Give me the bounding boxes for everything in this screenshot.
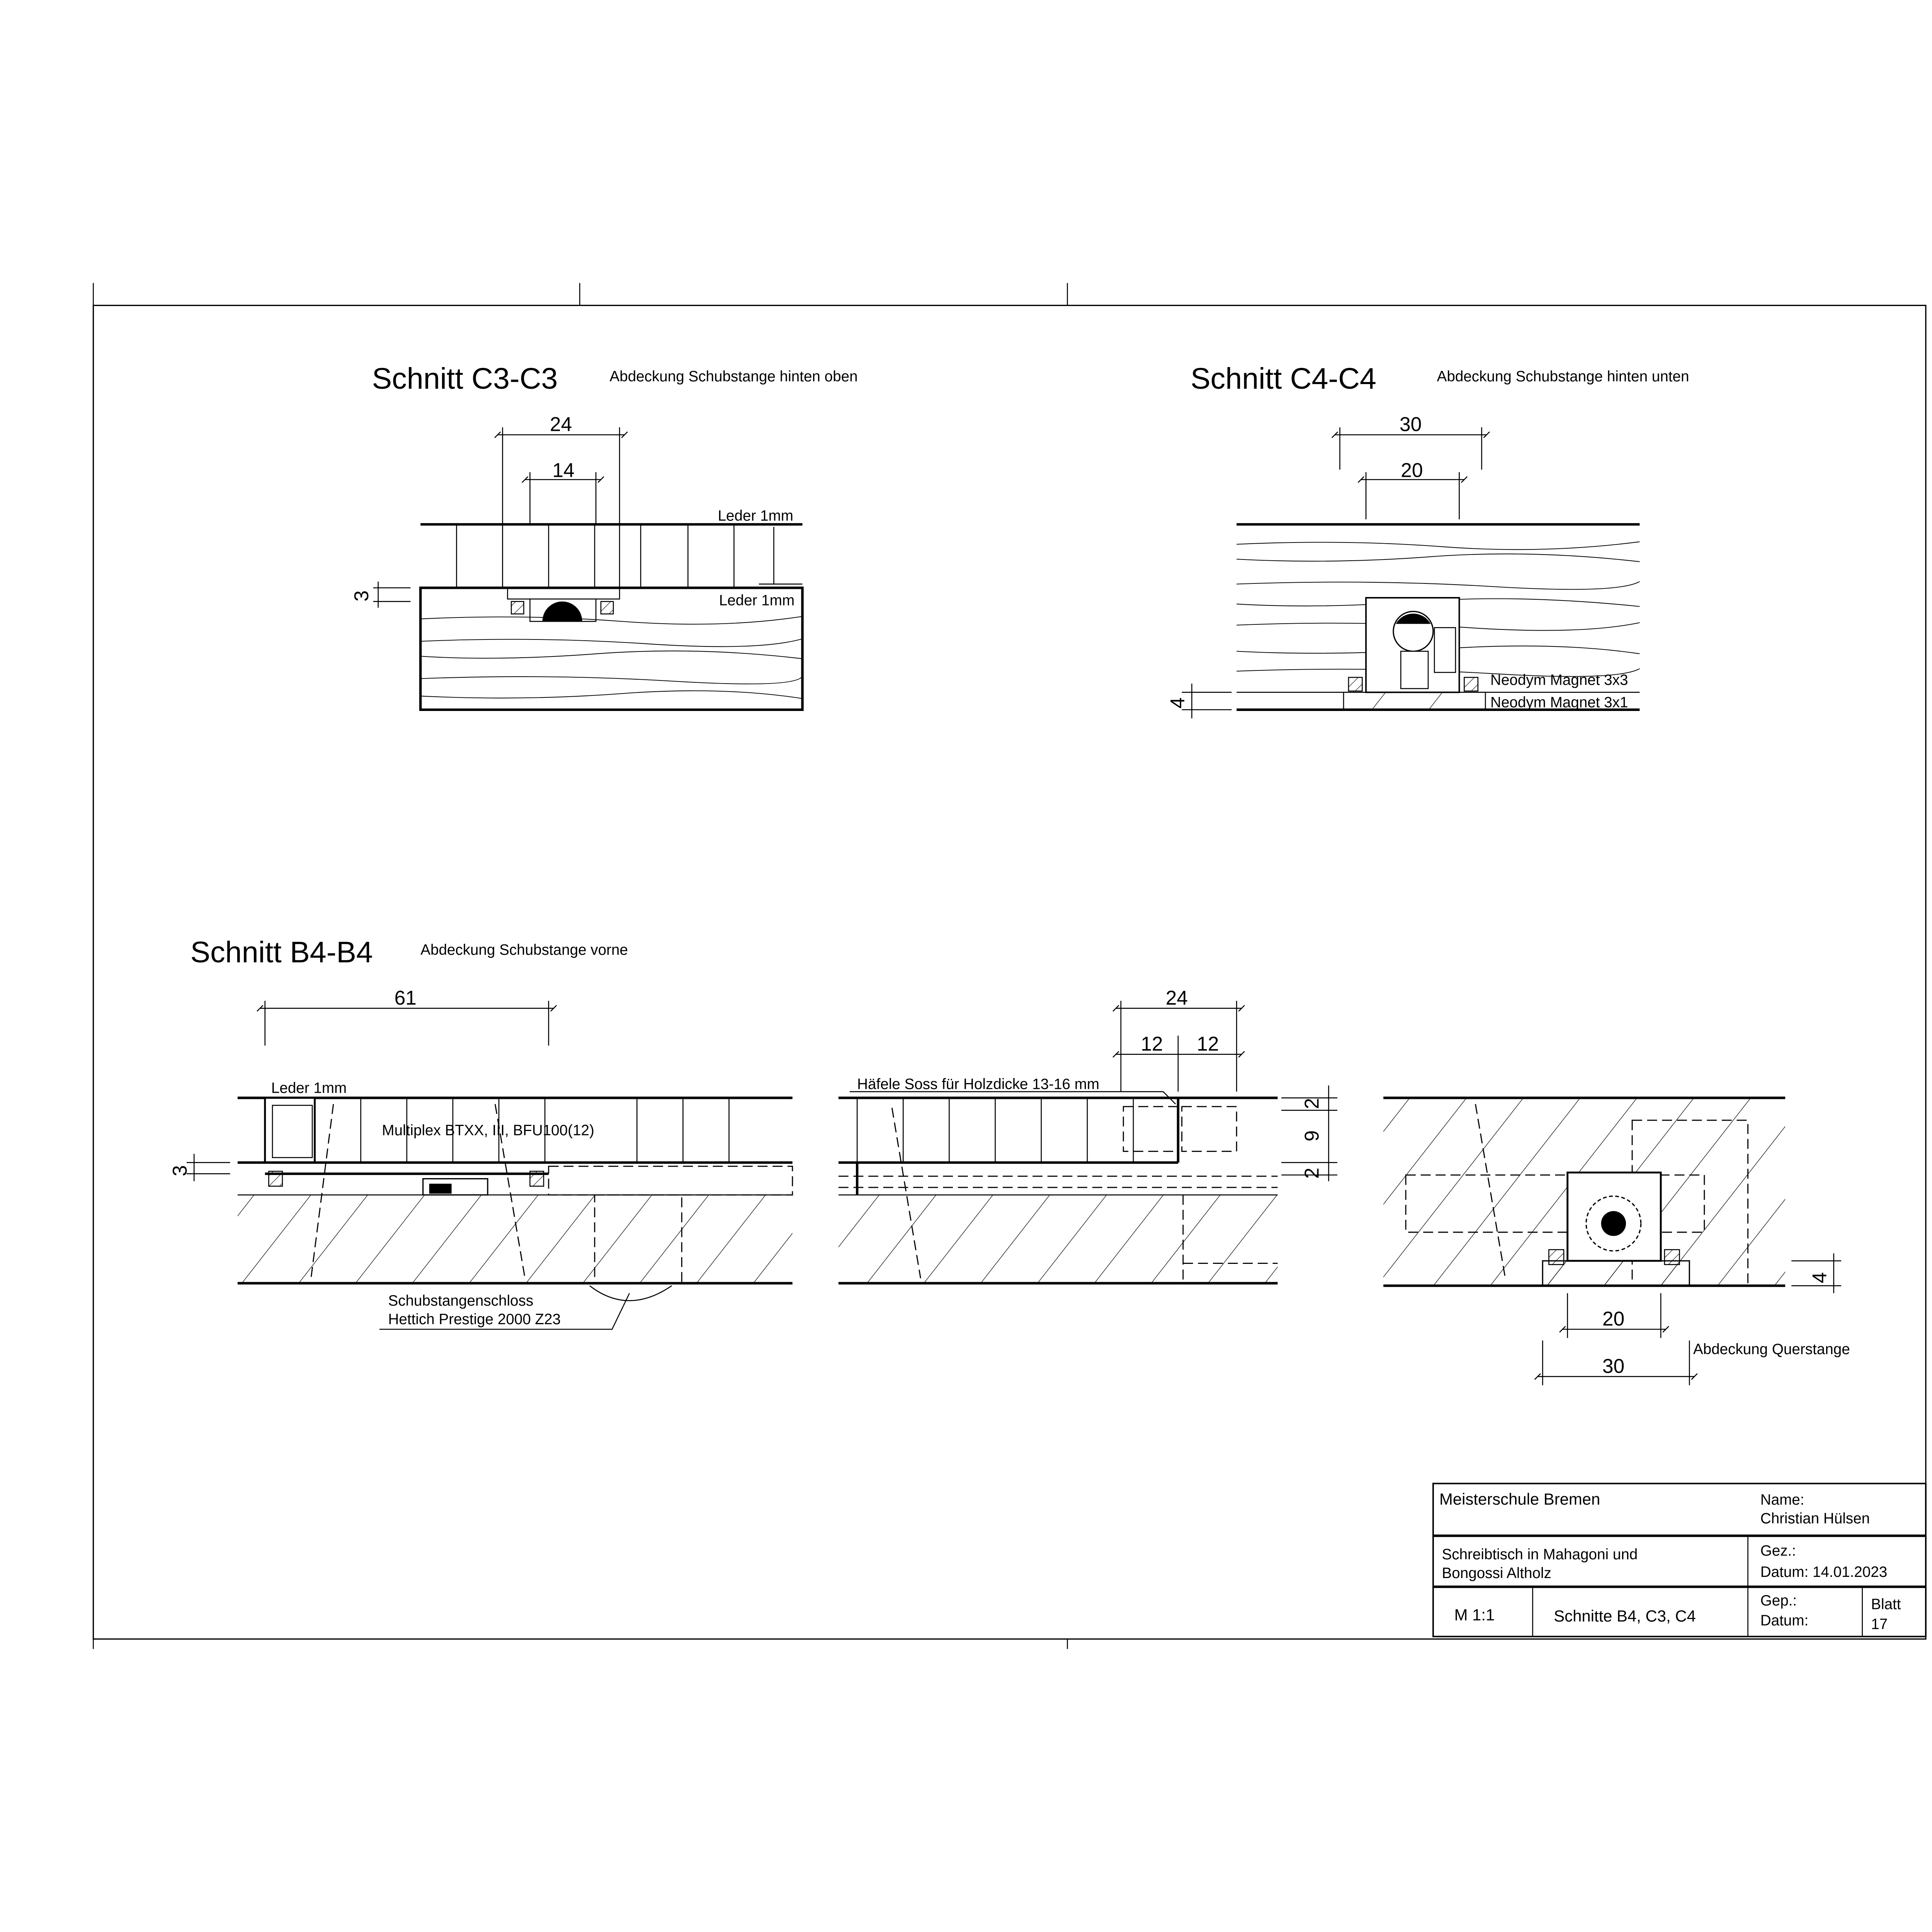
- b4-part-hinge: 24 12 12 2 9 2: [838, 986, 1338, 1285]
- title-block: Meisterschule Bremen Name: Christian Hül…: [1432, 1483, 1927, 1638]
- author-name: Christian Hülsen: [1760, 1510, 1870, 1527]
- svg-text:61: 61: [395, 986, 417, 1009]
- label-hinge: Häfele Soss für Holzdicke 13-16 mm: [857, 1076, 1099, 1093]
- checked-date: Datum:: [1760, 1612, 1808, 1629]
- label-lock-name: Schubstangenschloss: [388, 1293, 534, 1309]
- project-line-2: Bongossi Altholz: [1442, 1565, 1551, 1582]
- label-magnet-3x1: Neodym Magnet 3x1: [1490, 694, 1628, 711]
- section-subtitle: Abdeckung Schubstange vorne: [420, 942, 628, 958]
- svg-text:2: 2: [1301, 1168, 1323, 1179]
- dimension-20: 20: [1357, 459, 1468, 520]
- label-multiplex: Multiplex BTXX, III, BFU100(12): [382, 1122, 594, 1139]
- section-title: Schnitt C4-C4: [1190, 362, 1376, 395]
- section-subtitle: Abdeckung Schubstange hinten unten: [1437, 368, 1689, 385]
- drawn-date: Datum: 14.01.2023: [1760, 1564, 1888, 1580]
- scale: M 1:1: [1454, 1605, 1495, 1624]
- svg-text:24: 24: [550, 413, 572, 435]
- svg-text:20: 20: [1602, 1307, 1624, 1330]
- dimension-24: 24: [494, 413, 628, 588]
- sheet-frame: [92, 283, 1927, 1649]
- svg-text:24: 24: [1166, 986, 1188, 1009]
- b4-part-crossbar: 4 20 30 Abdeckung Querstange: [1383, 1097, 1850, 1385]
- label-lock-model: Hettich Prestige 2000 Z23: [388, 1311, 561, 1328]
- project-line-1: Schreibtisch in Mahagoni und: [1442, 1546, 1638, 1563]
- dimension-30: 30: [1534, 1340, 1698, 1385]
- label-leder: Leder 1mm: [271, 1080, 347, 1096]
- svg-text:3: 3: [168, 1165, 191, 1176]
- svg-text:30: 30: [1400, 413, 1422, 435]
- dimension-3: 3: [168, 1154, 230, 1181]
- label-leder-top: Leder 1mm: [718, 507, 793, 524]
- sheet-number: 17: [1871, 1616, 1888, 1633]
- dimension-30: 30: [1331, 413, 1490, 470]
- svg-text:4: 4: [1166, 697, 1189, 709]
- section-b4-b4: Schnitt B4-B4 Abdeckung Schubstange vorn…: [168, 935, 1850, 1385]
- section-title: Schnitt B4-B4: [190, 935, 373, 969]
- checked-label: Gep.:: [1760, 1592, 1797, 1609]
- svg-text:12: 12: [1141, 1032, 1163, 1055]
- svg-text:4: 4: [1808, 1272, 1830, 1283]
- dimension-20: 20: [1559, 1293, 1669, 1338]
- dimension-14: 14: [522, 459, 604, 525]
- svg-text:3: 3: [350, 590, 372, 602]
- sheet-title: Schnitte B4, C3, C4: [1554, 1607, 1696, 1625]
- svg-text:12: 12: [1197, 1032, 1219, 1055]
- svg-text:2: 2: [1301, 1098, 1323, 1109]
- dimension-24: 24: [1112, 986, 1245, 1092]
- dimension-4: 4: [1791, 1253, 1841, 1293]
- svg-text:14: 14: [552, 459, 574, 481]
- dimension-4: 4: [1166, 684, 1232, 719]
- section-c4-c4: Schnitt C4-C4 Abdeckung Schubstange hint…: [1166, 362, 1689, 719]
- dimension-3: 3: [350, 582, 411, 608]
- dimension-61: 61: [257, 986, 557, 1046]
- sheet-label: Blatt: [1871, 1596, 1901, 1613]
- section-c3-c3: Schnitt C3-C3 Abdeckung Schubstange hint…: [350, 362, 858, 711]
- school-name: Meisterschule Bremen: [1439, 1490, 1600, 1508]
- section-title: Schnitt C3-C3: [372, 362, 558, 395]
- name-label: Name:: [1760, 1492, 1804, 1508]
- svg-text:30: 30: [1602, 1355, 1624, 1377]
- drawn-label: Gez.:: [1760, 1543, 1796, 1559]
- svg-text:9: 9: [1301, 1130, 1323, 1141]
- dimension-vertical: 2 9 2: [1281, 1085, 1338, 1181]
- label-crossbar-cover: Abdeckung Querstange: [1693, 1341, 1850, 1358]
- dimension-12-12: 12 12: [1112, 1032, 1245, 1092]
- label-leder-bottom: Leder 1mm: [719, 592, 794, 609]
- svg-text:20: 20: [1401, 459, 1423, 481]
- b4-part-lock: 61 3: [168, 986, 793, 1330]
- label-magnet-3x3: Neodym Magnet 3x3: [1490, 672, 1628, 688]
- section-subtitle: Abdeckung Schubstange hinten oben: [610, 368, 858, 385]
